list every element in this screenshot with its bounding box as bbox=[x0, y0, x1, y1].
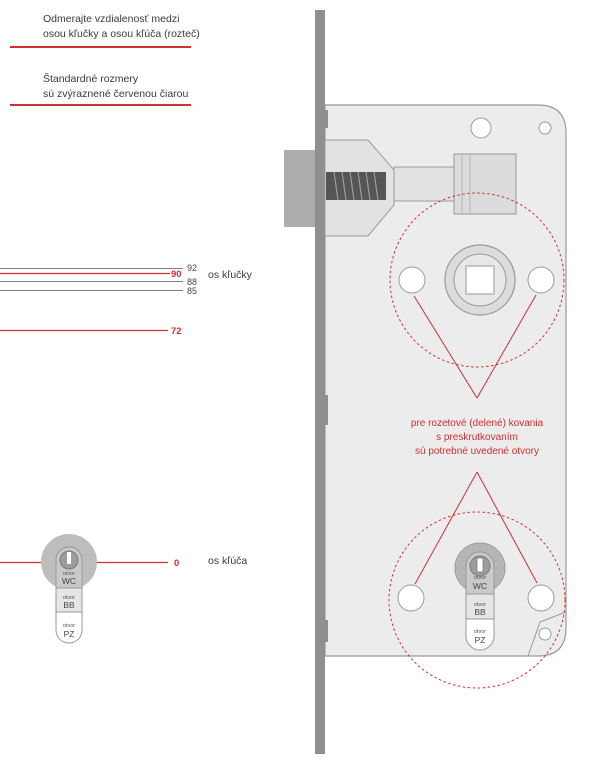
dim-label-92: 92 bbox=[187, 263, 197, 273]
rosette-hole-key-left bbox=[397, 584, 425, 612]
wc-label: WC bbox=[62, 576, 76, 586]
lock-pz-label: PZ bbox=[475, 635, 486, 645]
pz-label: PZ bbox=[64, 629, 75, 639]
faceplate bbox=[315, 10, 325, 754]
handle-rosette-circle bbox=[389, 192, 565, 368]
lock-wc-label: WC bbox=[473, 581, 487, 591]
dim-label-90: 90 bbox=[171, 269, 182, 280]
key-rosette-circle bbox=[388, 511, 566, 689]
lock-bb-small-label: otvor bbox=[474, 602, 486, 608]
screw-hole-top-right bbox=[538, 121, 552, 135]
latch-block bbox=[453, 153, 517, 215]
latch-rod bbox=[393, 166, 457, 202]
key-axis-label: os kľúča bbox=[208, 555, 247, 567]
dim-label-88: 88 bbox=[187, 277, 197, 287]
lock-body bbox=[324, 104, 567, 657]
standard-note-line1: Štandardné rozmery bbox=[43, 73, 139, 85]
corner-bracket bbox=[527, 611, 567, 657]
handle-axis-label: os kľučky bbox=[208, 269, 253, 281]
measure-note-line1: Odmerajte vzdialenosť medzi bbox=[43, 13, 180, 25]
measure-note-line2: osou kľučky a osou kľúča (rozteč) bbox=[43, 28, 200, 40]
mounting-hole-top bbox=[470, 117, 492, 139]
rosette-note: pre rozetové (delené) kovania s preskrut… bbox=[411, 418, 544, 457]
wc-small-label: otvor bbox=[63, 571, 75, 577]
lock-pz-small-label: otvor bbox=[474, 629, 486, 635]
bb-small-label: otvor bbox=[63, 595, 75, 601]
dim-label-72: 72 bbox=[171, 326, 182, 337]
dim-label-85: 85 bbox=[187, 286, 197, 296]
rosette-hole-handle-right bbox=[527, 266, 555, 294]
standard-note-line2: sú zvýraznené červenou čiarou bbox=[43, 88, 189, 100]
latch-block-grooves bbox=[461, 154, 471, 214]
faceplate-tab-middle bbox=[325, 395, 328, 425]
cylinder-keyhole: otvor WC otvor BB otvor PZ bbox=[454, 542, 506, 651]
pz-small-label: otvor bbox=[63, 623, 75, 629]
lock-wc-small-label: otvor bbox=[474, 575, 486, 581]
latch-spring-coils bbox=[333, 171, 379, 201]
pointer-key-right bbox=[476, 471, 538, 584]
rosette-note-line2: s preskrutkovaním bbox=[436, 432, 518, 443]
wc-slot bbox=[67, 552, 71, 564]
dimension-lines: 92 90 88 85 72 0 os kľučky os kľúča bbox=[0, 263, 253, 569]
keyhole-profile-left: otvor WC otvor BB otvor PZ bbox=[41, 534, 97, 644]
measure-note: Odmerajte vzdialenosť medzi osou kľučky … bbox=[43, 12, 200, 42]
standard-note: Štandardné rozmery sú zvýraznené červeno… bbox=[43, 72, 188, 102]
rosette-note-line1: pre rozetové (delené) kovania bbox=[411, 418, 544, 429]
dim-label-0: 0 bbox=[174, 558, 179, 569]
follower-square-hole bbox=[465, 265, 495, 295]
pointer-handle-left bbox=[413, 295, 478, 399]
lock-bb-label: BB bbox=[474, 607, 486, 617]
rosette-hole-key-right bbox=[527, 584, 555, 612]
faceplate-tab-top bbox=[325, 110, 328, 128]
measure-note-underline bbox=[10, 46, 191, 48]
screw-hole-bottom-right bbox=[538, 627, 552, 641]
standard-note-underline bbox=[10, 104, 191, 106]
pointer-handle-right bbox=[476, 294, 537, 399]
handle-follower bbox=[444, 244, 516, 316]
rosette-note-line3: sú potrebné uvedené otvory bbox=[415, 446, 539, 457]
bb-label: BB bbox=[63, 600, 75, 610]
lock-wc-slot bbox=[476, 557, 484, 573]
pointer-key-left bbox=[414, 471, 478, 585]
latch-mechanism bbox=[284, 139, 517, 237]
rosette-hole-handle-left bbox=[398, 266, 426, 294]
latch-bolt bbox=[284, 150, 315, 227]
pointer-lines bbox=[413, 294, 538, 585]
faceplate-tab-bottom bbox=[325, 620, 328, 642]
